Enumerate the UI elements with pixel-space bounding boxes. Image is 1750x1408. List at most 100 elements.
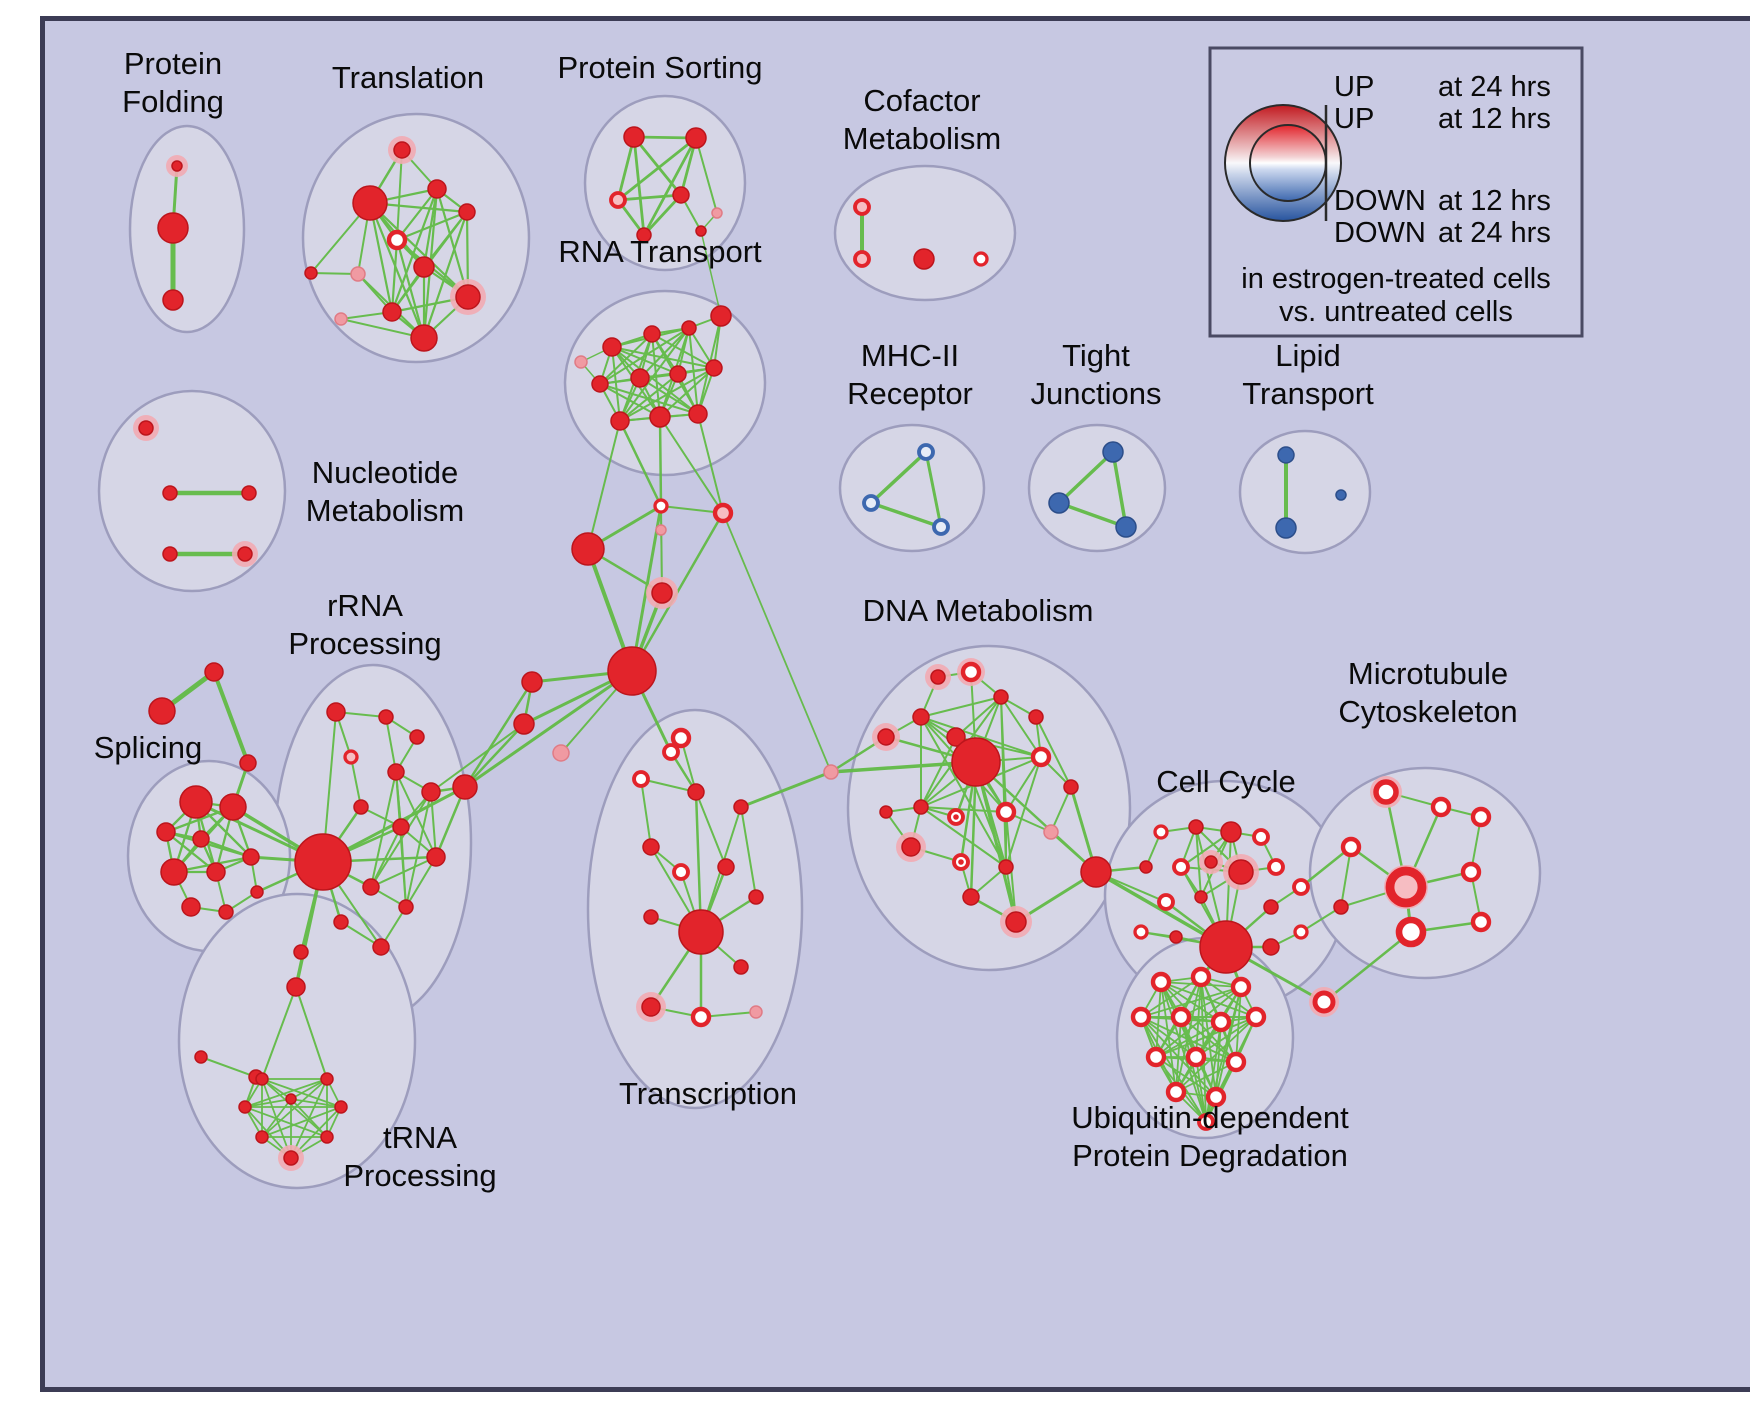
node-t6 [351, 267, 365, 281]
node-dm5 [994, 690, 1008, 704]
node-dm9 [1033, 749, 1049, 765]
node-dm3 [931, 670, 945, 684]
node-cc18 [1295, 926, 1307, 938]
node-t11 [411, 325, 437, 351]
node-ps2 [686, 128, 706, 148]
node-cm3 [914, 249, 934, 269]
node-h7 [321, 1131, 333, 1143]
node-c1 [655, 500, 667, 512]
node-dm6 [1029, 710, 1043, 724]
cluster-tight-junctions [1029, 425, 1165, 551]
node-ub6 [1213, 1014, 1229, 1030]
node-sp10 [251, 886, 263, 898]
node-rt12 [575, 356, 587, 368]
node-t1 [394, 142, 410, 158]
node-ub9 [1188, 1049, 1204, 1065]
node-mc8 [1473, 914, 1489, 930]
node-ps4 [673, 187, 689, 203]
node-t2 [353, 186, 387, 220]
node-c4 [656, 525, 666, 535]
cluster-label-ubiquitin-degradation: Protein Degradation [1072, 1138, 1348, 1173]
node-rr4 [345, 751, 357, 763]
node-cc8 [1229, 860, 1253, 884]
node-tr2 [149, 698, 175, 724]
node-sp8 [182, 898, 200, 916]
node-t10 [335, 313, 347, 325]
node-cc16 [1170, 931, 1182, 943]
cluster-label-dna-metabolism: DNA Metabolism [863, 593, 1094, 628]
node-nm3 [242, 486, 256, 500]
cluster-label-nucleotide-metabolism: Metabolism [306, 493, 465, 528]
node-bighub [295, 834, 351, 890]
node-tc7 [718, 859, 734, 875]
node-rt1 [603, 338, 621, 356]
node-rt11 [689, 405, 707, 423]
node-dm15 [902, 838, 920, 856]
node-tc12 [642, 998, 660, 1016]
node-cc6 [1174, 860, 1188, 874]
node-ub1 [1153, 974, 1169, 990]
cluster-label-cell-cycle: Cell Cycle [1156, 764, 1296, 799]
node-h4 [286, 1094, 296, 1104]
node-pcon [1315, 993, 1333, 1011]
node-rr6 [422, 783, 440, 801]
node-ub7 [1248, 1009, 1264, 1025]
cluster-label-splicing: Splicing [94, 730, 203, 765]
node-ccl [1081, 857, 1111, 887]
node-rrx [453, 775, 477, 799]
node-h3 [239, 1101, 251, 1113]
node-rr2 [379, 710, 393, 724]
node-cc2 [1189, 820, 1203, 834]
node-tc5 [643, 839, 659, 855]
cluster-label-mhc-ii-receptor: MHC-II [861, 338, 959, 373]
node-cm1 [855, 200, 869, 214]
cluster-label-ubiquitin-degradation: Ubiquitin-dependent [1071, 1100, 1349, 1135]
node-t9 [383, 303, 401, 321]
node-cm4 [975, 253, 987, 265]
node-rr8 [393, 819, 409, 835]
node-sp4 [193, 831, 209, 847]
node-sp5 [161, 859, 187, 885]
node-tj3 [1116, 517, 1136, 537]
node-tc6 [674, 865, 688, 879]
node-rr5 [388, 764, 404, 780]
cluster-label-tight-junctions: Junctions [1031, 376, 1162, 411]
cluster-label-mhc-ii-receptor: Receptor [847, 376, 973, 411]
legend-direction-label: UP [1334, 71, 1374, 103]
node-tc3 [688, 784, 704, 800]
node-dm19 [1006, 912, 1026, 932]
node-mc3 [1473, 809, 1489, 825]
cluster-label-translation: Translation [332, 60, 484, 95]
node-rt9 [611, 412, 629, 430]
legend-time-label: at 24 hrs [1438, 71, 1551, 103]
legend-direction-label: UP [1334, 103, 1374, 135]
node-dm2 [913, 709, 929, 725]
legend-direction-label: DOWN [1334, 217, 1426, 249]
legend-caption: in estrogen-treated cells [1241, 263, 1551, 295]
node-ub4 [1133, 1009, 1149, 1025]
node-t7 [414, 257, 434, 277]
node-h2 [321, 1073, 333, 1085]
node-cc3 [1221, 822, 1241, 842]
node-t12 [305, 267, 317, 279]
node-tj2 [1049, 493, 1069, 513]
node-c2 [715, 505, 731, 521]
legend-caption: vs. untreated cells [1279, 296, 1513, 328]
cluster-label-rna-transport: RNA Transport [558, 234, 762, 269]
node-pf2 [158, 213, 188, 243]
legend-inner-circle-12hr [1250, 125, 1326, 201]
node-lt1 [1278, 447, 1294, 463]
node-c3 [572, 533, 604, 565]
node-rr3 [410, 730, 424, 744]
node-rr12 [334, 915, 348, 929]
node-cc13 [1264, 900, 1278, 914]
cluster-transcription [588, 710, 802, 1108]
node-t5 [389, 232, 405, 248]
legend-direction-label: DOWN [1334, 185, 1426, 217]
cluster-mhc-ii-receptor [840, 425, 984, 551]
node-mc5 [1390, 871, 1422, 903]
cluster-label-protein-folding: Protein [124, 46, 222, 81]
node-dmc [824, 765, 838, 779]
